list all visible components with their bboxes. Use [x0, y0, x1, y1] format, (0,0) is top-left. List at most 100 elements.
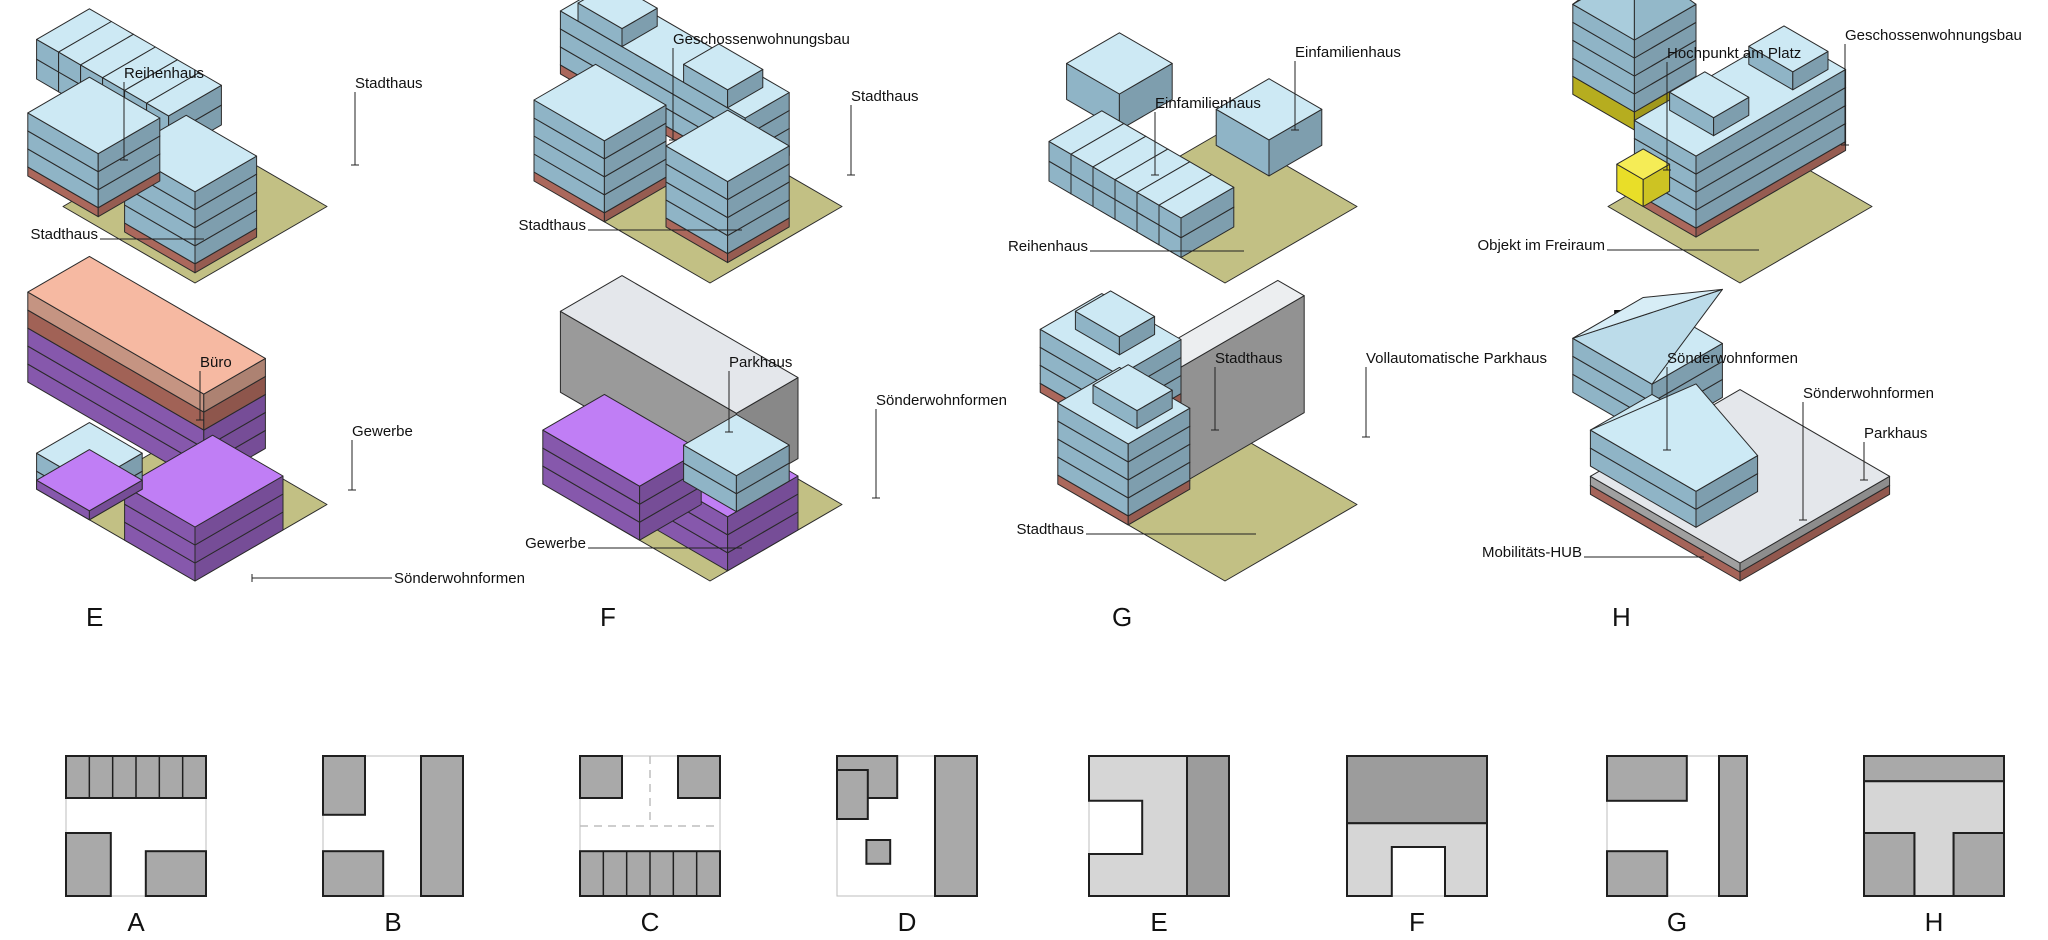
variant-g-label-stadthaus-front: Stadthaus — [1016, 521, 1256, 538]
variant-d-geschossbau-top-2 — [1669, 71, 1750, 137]
variant-b-stadthaus-right-floor-4 — [665, 109, 790, 201]
variant-f-label-parkhaus-text: Parkhaus — [729, 354, 792, 371]
plan-building-block — [1186, 755, 1230, 897]
variant-a-label-reihenhaus-text: Reihenhaus — [124, 65, 204, 82]
variant-g-stadthaus-front-top — [1092, 364, 1173, 430]
variant-h-label-parkhaus: Parkhaus — [1860, 425, 1927, 481]
plan-letter: D — [898, 907, 917, 937]
plan-variants: A B C D E F G H — [65, 755, 2005, 937]
variant-c: EinfamilienhausEinfamilienhausReihenhaus… — [1008, 32, 1401, 334]
variant-e-label-sonderwohnen: Sönderwohnformen — [251, 570, 525, 587]
plan-building-block — [1863, 755, 2005, 783]
variant-b: GeschossenwohnungsbauStadthausStadthausB — [518, 0, 919, 334]
variant-g-letter: G — [1112, 602, 1132, 632]
variant-d-label-objekt: Objekt im Freiraum — [1477, 237, 1759, 254]
variant-e-label-buero: Büro — [196, 354, 232, 421]
variant-c-label-reihenhaus-text: Reihenhaus — [1008, 238, 1088, 255]
plan-letter: E — [1150, 907, 1167, 937]
plan-building-block — [1863, 832, 1916, 897]
variant-a-label-stadthaus-right-text: Stadthaus — [355, 75, 423, 92]
variant-h-label-sonder-left-text: Sönderwohnformen — [1667, 350, 1798, 367]
variant-c-row-5-floor-1 — [1158, 174, 1235, 239]
variant-d-roof-face-right — [1633, 0, 1697, 41]
variant-b-geschossbau-top-1 — [577, 0, 658, 48]
variant-a-label-stadthaus-front: Stadthaus — [30, 226, 204, 243]
variant-b-label-stadthaus-right-text: Stadthaus — [851, 88, 919, 105]
plan-building-block — [579, 755, 623, 799]
variant-b-label-geschossbau-text: Geschossenwohnungsbau — [673, 31, 850, 48]
plan-b: B — [322, 755, 464, 937]
variant-b-label-stadthaus-front-text: Stadthaus — [518, 217, 586, 234]
variant-a-label-stadthaus-right: Stadthaus — [351, 75, 423, 166]
variant-d-label-geschossbau: Geschossenwohnungsbau — [1841, 27, 2022, 146]
plan-d: D — [836, 755, 978, 937]
plan-building-block — [1718, 755, 1748, 897]
variant-d: Hochpunkt am Platz GeschossenwohnungsbauO… — [1477, 0, 2022, 334]
variant-d-label-hochpunkt: Hochpunkt am Platz — [1663, 45, 1801, 171]
plan-e: E — [1088, 755, 1230, 937]
variant-c-label-efh-right: Einfamilienhaus — [1291, 44, 1401, 131]
variant-a-label-stadthaus-front-text: Stadthaus — [30, 226, 98, 243]
plan-building-block — [322, 850, 385, 898]
plan-building-block — [865, 839, 892, 865]
variant-f-sonderwohnen-2 — [683, 414, 790, 495]
variant-e-gewerbe-right-floor-2 — [124, 434, 284, 546]
plan-letter: B — [384, 907, 401, 937]
variant-d-label-geschossbau-text: Geschossenwohnungsbau — [1845, 27, 2022, 44]
variant-c-label-efh-right-text: Einfamilienhaus — [1295, 44, 1401, 61]
variant-h-roof-b — [1572, 288, 1723, 339]
variant-b-stadthaus-front-floor-4 — [533, 63, 667, 160]
plan-g: G — [1606, 755, 1748, 937]
variant-a-stadthaus-front-floor-3 — [27, 76, 161, 173]
variant-e-label-gewerbe-text: Gewerbe — [352, 423, 413, 440]
plan-building-block — [1606, 755, 1688, 802]
variant-g-stadthaus-left-top — [1074, 290, 1156, 356]
plan-building-block — [1606, 850, 1669, 898]
variant-g-label-stadthaus-left: Stadthaus — [1211, 350, 1283, 431]
variant-d-label-objekt-text: Objekt im Freiraum — [1477, 237, 1605, 254]
variant-d-roof-face-front — [1572, 0, 1635, 41]
variant-g-label-stadthaus-front-text: Stadthaus — [1016, 521, 1084, 538]
plan-building-block — [420, 755, 464, 897]
plan-letter: C — [641, 907, 660, 937]
plan-h: H — [1863, 755, 2005, 937]
plan-building-block — [1952, 832, 2005, 897]
variant-c-label-efh-left: Einfamilienhaus — [1151, 95, 1261, 176]
variant-c-label-efh-left-text: Einfamilienhaus — [1155, 95, 1261, 112]
variant-d-objekt — [1616, 148, 1671, 207]
variant-e-label-sonderwohnen-text: Sönderwohnformen — [394, 570, 525, 587]
plan-f: F — [1346, 755, 1488, 937]
variant-h-label-sonder-front-text: Sönderwohnformen — [1803, 385, 1934, 402]
variant-e-sonderwohnen-plinth — [36, 449, 143, 521]
plan-building-block — [934, 755, 978, 897]
variant-h-label-mobility-text: Mobilitäts-HUB — [1482, 544, 1582, 561]
variant-h-label-sonder-left: Sönderwohnformen — [1663, 350, 1798, 451]
plan-letter: H — [1925, 907, 1944, 937]
plan-letter: G — [1667, 907, 1687, 937]
plan-building-block — [1346, 822, 1488, 897]
variant-e-label-buero-text: Büro — [200, 354, 232, 371]
variant-g-label-stadthaus-left-text: Stadthaus — [1215, 350, 1283, 367]
variant-e-label-gewerbe: Gewerbe — [348, 423, 413, 491]
variant-h-label-sonder-front: Sönderwohnformen — [1799, 385, 1934, 521]
plan-building-block — [836, 769, 869, 820]
variant-f-letter: F — [600, 602, 616, 632]
variant-a: ReihenhausStadthausStadthausA — [27, 8, 423, 334]
variant-d-geschossbau-top-1 — [1748, 25, 1829, 91]
variant-d-label-hochpunkt-text: Hochpunkt am Platz — [1667, 45, 1801, 62]
variant-h-roof-front — [1589, 383, 1759, 492]
plan-building-block — [65, 832, 112, 897]
variant-f-label-parkhaus: Parkhaus — [725, 354, 792, 433]
variant-h: SönderwohnformenSönderwohnformenParkhaus… — [1482, 288, 1934, 632]
variant-b-label-stadthaus-front: Stadthaus — [518, 217, 742, 234]
plan-a: A — [65, 755, 208, 937]
variant-g-label-parkhaus-text: Vollautomatische Parkhaus — [1366, 350, 1547, 367]
plan-building-block — [144, 850, 208, 898]
variant-f-label-gewerbe-text: Gewerbe — [525, 535, 586, 552]
plan-c: C — [579, 755, 721, 937]
variant-h-label-parkhaus-text: Parkhaus — [1864, 425, 1927, 442]
variant-d-roof-face-left — [1572, 0, 1582, 5]
variant-e-letter: E — [86, 602, 103, 632]
